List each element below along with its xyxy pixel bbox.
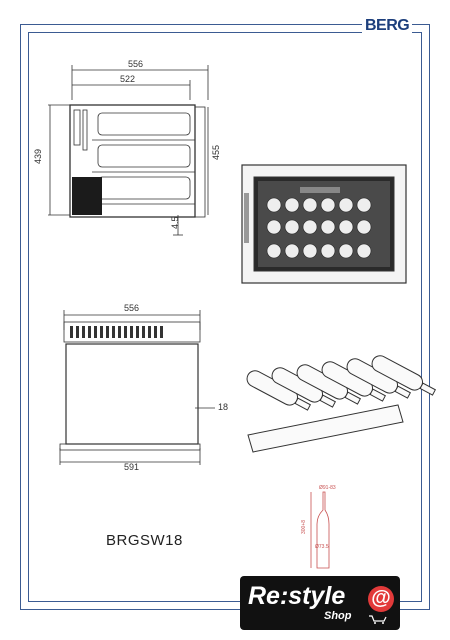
shopping-cart-icon (369, 615, 387, 624)
dim-side-small: 4.5 (170, 216, 180, 229)
logo-subtext: Shop (324, 610, 352, 622)
bottle-label-top: Ø91-83 (319, 485, 336, 491)
brand-logo: BERG (362, 17, 413, 35)
dim-side-outer: 556 (128, 59, 143, 69)
dim-top-depth: 591 (124, 462, 139, 472)
dim-side-inner: 522 (120, 74, 135, 84)
at-symbol-icon: @ (368, 586, 394, 612)
dim-side-height-outer: 455 (211, 145, 221, 160)
page-border-outer (20, 24, 430, 610)
restyle-shop-logo: Re:style Shop @ (240, 576, 400, 630)
model-number: BRGSW18 (106, 532, 183, 549)
front-view-product (241, 164, 407, 284)
dim-top-width: 556 (124, 303, 139, 313)
bottle-label-side: 300+8 (301, 520, 307, 534)
logo-text: Re:style (248, 582, 346, 610)
page-border-inner (28, 32, 422, 602)
dim-top-side: 18 (218, 402, 228, 412)
top-view-drawing: 556 18 591 (59, 303, 228, 472)
shelf-bottles-drawing (246, 355, 437, 453)
bottle-spec-drawing: Ø91-83 300+8 Ø73.5 (301, 485, 336, 569)
bottle-label-bottom: Ø73.5 (315, 544, 329, 550)
compressor-block (72, 177, 102, 215)
side-view-drawing: 556 522 439 455 4.5 (33, 59, 221, 236)
dim-side-height: 439 (33, 149, 43, 164)
